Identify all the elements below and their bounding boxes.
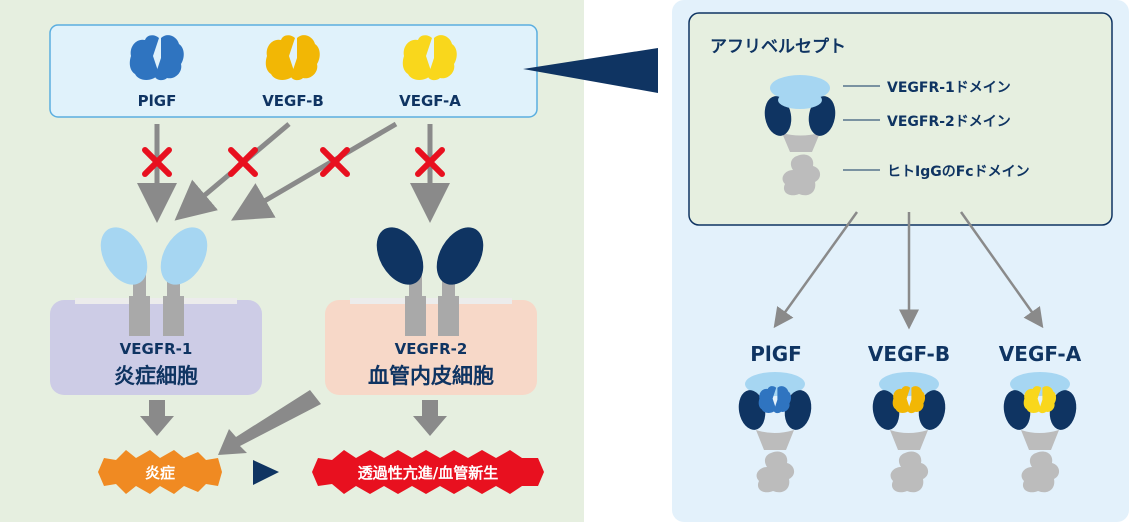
vegfr1-domain-icon bbox=[160, 227, 208, 285]
block-marks bbox=[142, 147, 445, 177]
block-x-icon bbox=[320, 147, 350, 177]
endothelial-cell-label: 血管内皮細胞 bbox=[368, 364, 494, 388]
callout-pointer bbox=[523, 48, 658, 93]
bound-vegf-a-icon bbox=[1003, 372, 1077, 493]
bound-plgf-icon bbox=[738, 372, 812, 493]
permeability-angiogenesis-label: 透過性亢進/血管新生 bbox=[357, 464, 499, 482]
block-x-icon bbox=[228, 147, 258, 177]
ligand-label-plgf: PlGF bbox=[137, 92, 177, 110]
vegfr2-cell bbox=[325, 227, 537, 395]
permeability-badge bbox=[312, 450, 544, 494]
vegfr2-domain-label: VEGFR-2ドメイン bbox=[887, 114, 1011, 130]
outcome-arrows bbox=[140, 390, 447, 455]
aflibercept-title: アフリベルセプト bbox=[710, 37, 846, 57]
bound-vegf-a-label: VEGF-A bbox=[998, 342, 1082, 366]
bound-vegf-b-icon bbox=[872, 372, 946, 493]
ligand-label-vegf-b: VEGF-B bbox=[262, 92, 324, 110]
bound-vegf-b-label: VEGF-B bbox=[867, 342, 951, 366]
binding-arrows bbox=[773, 211, 1044, 330]
vegfr2-domain-icon bbox=[436, 227, 484, 285]
vegfr1-domain-label: VEGFR-1ドメイン bbox=[887, 80, 1011, 96]
inflammatory-cell-label: 炎症細胞 bbox=[114, 364, 198, 388]
next-triangle bbox=[253, 460, 279, 485]
block-x-icon bbox=[415, 147, 445, 177]
vegfr1-domain-icon bbox=[100, 227, 148, 285]
vegfr2-domain-icon bbox=[376, 227, 424, 285]
domain-leader-lines bbox=[843, 85, 880, 171]
vegfr2-receptor-label: VEGFR-2 bbox=[394, 340, 468, 358]
block-x-icon bbox=[142, 147, 172, 177]
vegfr1-cell bbox=[50, 227, 262, 395]
fc-domain-label: ヒトIgGのFcドメイン bbox=[887, 164, 1030, 180]
aflibercept-molecule-icon bbox=[764, 75, 836, 196]
inflammation-badge bbox=[98, 450, 222, 494]
ligand-label-vegf-a: VEGF-A bbox=[399, 92, 461, 110]
inflammation-label: 炎症 bbox=[144, 464, 176, 482]
vegfr1-receptor-label: VEGFR-1 bbox=[119, 340, 193, 358]
bound-plgf-label: PlGF bbox=[750, 342, 802, 366]
